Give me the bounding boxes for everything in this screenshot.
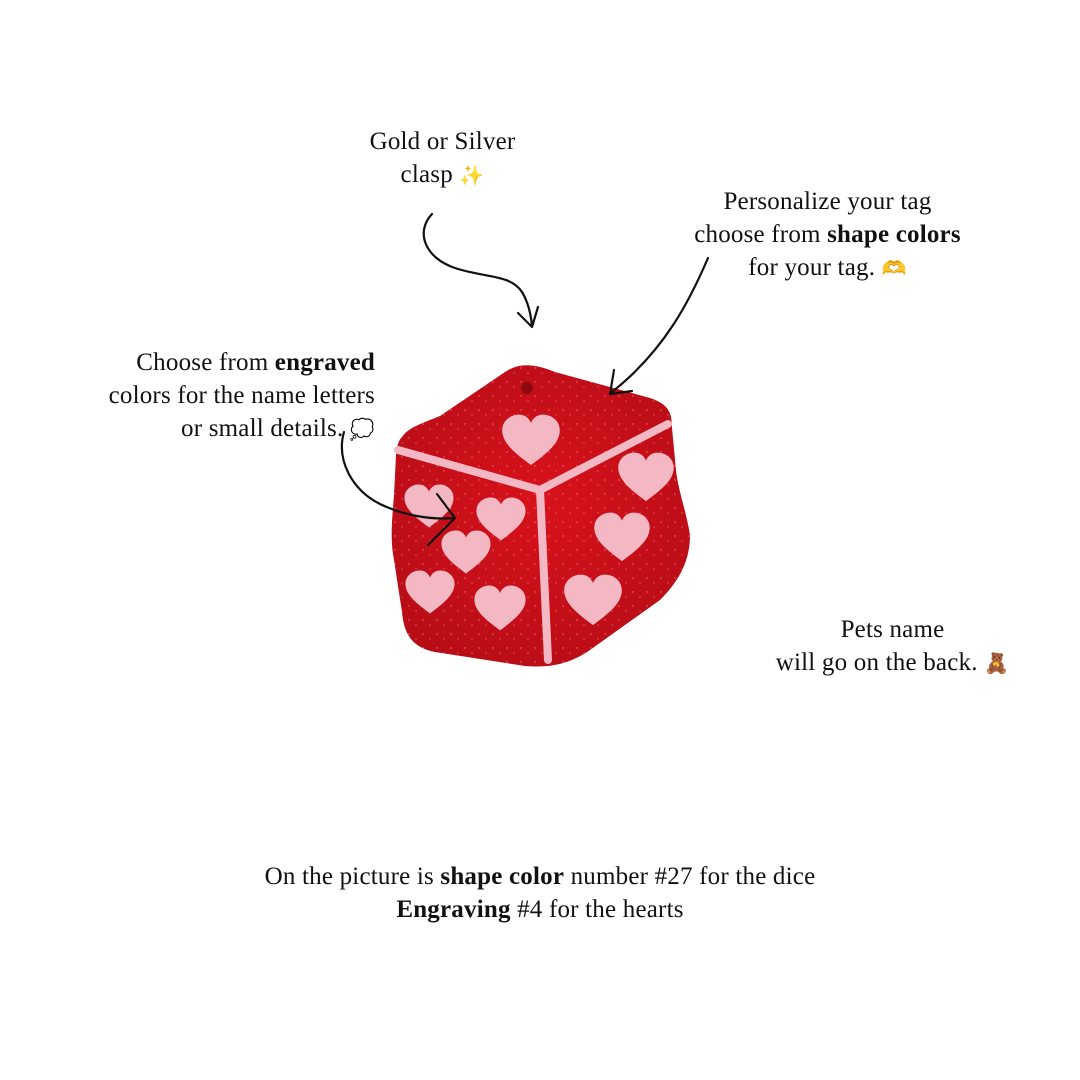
engraved-colors-note: Choose from engraved colors for the name… [30,346,375,446]
heart-hands-icon: 🫶 [881,256,907,280]
bottom-line1-suffix: number #27 for the dice [564,863,816,890]
shape-colors-note: Personalize your tag choose from shape c… [640,185,1015,285]
clasp-note-line2: clasp [400,161,453,188]
teddy-bear-icon: 🧸 [984,651,1010,675]
clasp-hole [521,382,533,394]
engraved-note-line2: colors for the name letters [108,382,375,409]
clasp-note-line1: Gold or Silver [369,128,516,155]
bottom-line1-bold: shape color [440,863,565,890]
dice-tag [391,365,690,667]
shape-note-line2-prefix: choose from [694,221,828,248]
shape-note-line1: Personalize your tag [723,188,932,215]
engraved-note-line3: or small details. [181,415,344,442]
pets-note-line1: Pets name [840,616,945,643]
bottom-line2-bold: Engraving [396,896,511,923]
pets-name-note: Pets name will go on the back. 🧸 [745,613,1040,680]
color-info-note: On the picture is shape color number #27… [100,860,980,926]
engraved-note-line1-bold: engraved [274,349,375,376]
shape-note-line3: for your tag. [748,254,876,281]
bottom-line2-suffix: #4 for the hearts [510,896,684,923]
sparkles-icon: ✨ [459,163,485,187]
pets-note-line2: will go on the back. [775,649,978,676]
clasp-note: Gold or Silver clasp ✨ [330,125,555,192]
bottom-line1-prefix: On the picture is [264,863,441,890]
arrow-shape [608,256,710,396]
shape-note-line2-bold: shape colors [827,221,961,248]
dice-edges [394,420,672,664]
arrow-clasp [422,212,540,329]
thought-bubble-icon: 💭 [349,417,375,441]
engraved-note-line1-prefix: Choose from [136,349,275,376]
arrow-engraved [340,430,457,547]
